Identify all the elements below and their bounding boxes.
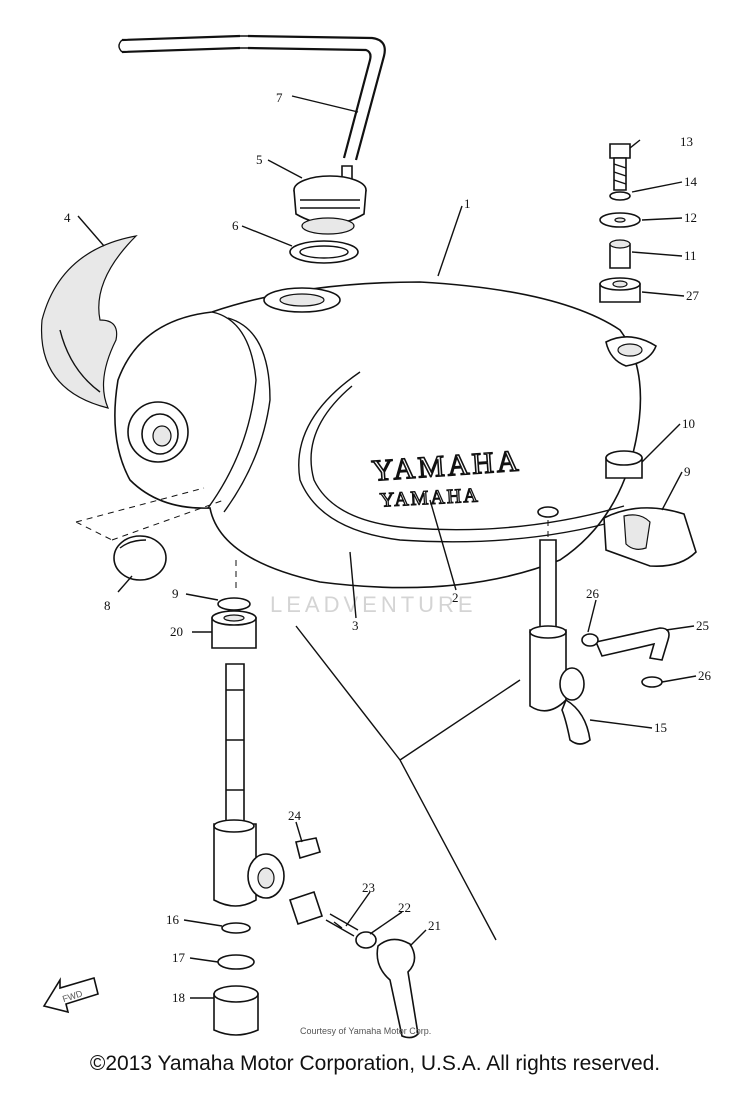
callout-7: 7: [276, 90, 283, 105]
main-petcock-assembly: [211, 597, 321, 1036]
lever-assembly: [288, 890, 419, 1039]
callout-4: 4: [64, 210, 71, 225]
callout-9-right: 9: [684, 464, 691, 479]
callout-22: 22: [398, 900, 411, 915]
mount-cap: [113, 535, 167, 581]
callout-16: 16: [166, 912, 180, 927]
callout-6: 6: [232, 218, 239, 233]
callout-2: 2: [452, 590, 459, 605]
fuel-cap: [293, 165, 367, 235]
fuel-tank: [114, 281, 657, 589]
callout-26-lower: 26: [698, 668, 712, 683]
callout-21: 21: [428, 918, 441, 933]
callout-3: 3: [352, 618, 359, 633]
callout-24: 24: [288, 808, 302, 823]
callout-13: 13: [680, 134, 693, 149]
callout-23: 23: [362, 880, 375, 895]
cap-gasket: [289, 240, 359, 264]
copyright-notice: ©2013 Yamaha Motor Corporation, U.S.A. A…: [89, 1052, 661, 1075]
callout-12: 12: [684, 210, 697, 225]
callout-27: 27: [686, 288, 700, 303]
leader-lines: [77, 95, 697, 999]
callout-10: 10: [682, 416, 695, 431]
callout-5: 5: [256, 152, 263, 167]
sub-petcock-assembly: [529, 539, 670, 745]
callout-18: 18: [172, 990, 185, 1005]
callout-14: 14: [684, 174, 698, 189]
small-print: Courtesy of Yamaha Motor Corp.: [300, 1026, 431, 1036]
callout-1: 1: [464, 196, 471, 211]
callout-17: 17: [172, 950, 186, 965]
tank-bracket: [603, 507, 697, 568]
tank-emblem: [40, 235, 138, 409]
callout-8: 8: [104, 598, 111, 613]
forward-arrow-icon: FWD: [42, 976, 99, 1014]
rear-damper: [605, 450, 643, 479]
breather-hose: [118, 34, 386, 161]
watermark: LEADVENTURE: [270, 592, 477, 617]
callout-26-upper: 26: [586, 586, 600, 601]
callout-9-left: 9: [172, 586, 179, 601]
callout-11: 11: [684, 248, 697, 263]
callout-15: 15: [654, 720, 667, 735]
callout-20: 20: [170, 624, 183, 639]
callout-25: 25: [696, 618, 709, 633]
fuel-tank-exploded-diagram: LEADVENTURE: [40, 34, 712, 1039]
mounting-bolt-stack: [599, 143, 641, 303]
